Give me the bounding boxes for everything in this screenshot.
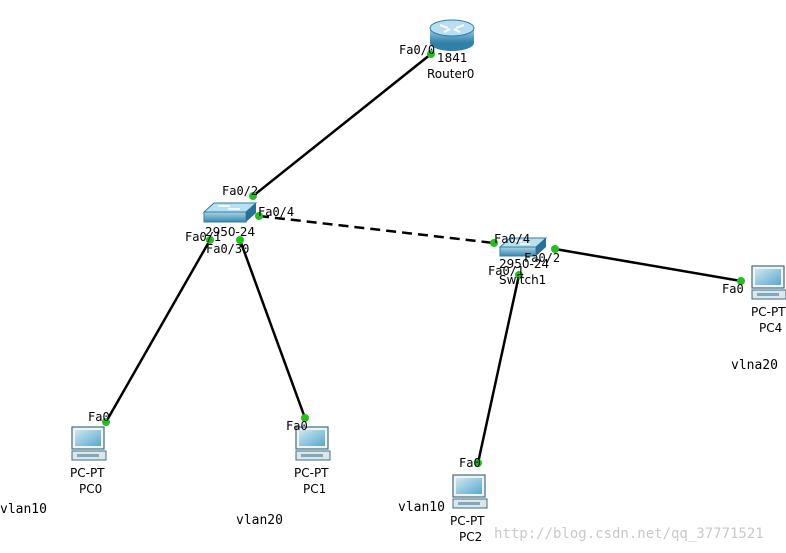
port-label-sw1-fa02: Fa0/2 (524, 251, 560, 265)
switch1-icon[interactable] (498, 237, 548, 257)
port-dot-pc0 (102, 418, 110, 426)
pc2-icon[interactable] (452, 474, 488, 509)
pc4-icon[interactable] (751, 265, 786, 300)
link-router-switch0[interactable] (252, 53, 432, 197)
router-icon[interactable] (429, 19, 475, 51)
note-vlan10-left: vlan10 (0, 502, 47, 517)
port-label-pc0: Fa0 (88, 410, 110, 424)
link-switch0-pc1[interactable] (238, 239, 307, 419)
watermark: http://blog.csdn.net/qq_37771521 (494, 526, 764, 542)
port-dot-pc1 (301, 414, 309, 422)
switch0-icon[interactable] (202, 202, 258, 223)
port-dot-sw1-fa02 (551, 245, 559, 253)
port-label-pc1: Fa0 (286, 419, 308, 433)
pc2-name-label: PC2 (459, 530, 482, 544)
port-dots (102, 50, 745, 467)
port-dot-sw1-fa01 (515, 271, 523, 279)
port-label-sw0-fa04: Fa0/4 (258, 205, 294, 219)
router-name-label: Router0 (427, 67, 474, 81)
pc1-icon[interactable] (295, 426, 331, 461)
pc0-model-label: PC-PT (70, 466, 105, 480)
port-dot-router-fa00 (427, 50, 435, 58)
port-label-pc2: Fa0 (459, 456, 481, 470)
port-label-sw0-fa03: Fa0/30 (206, 242, 249, 256)
link-switch1-pc4[interactable] (554, 247, 742, 283)
port-dot-sw0-fa03 (236, 236, 244, 244)
link-switch1-pc2[interactable] (476, 274, 521, 464)
pc2-model-label: PC-PT (450, 514, 485, 528)
router-model-label: 1841 (437, 51, 468, 65)
port-label-pc4: Fa0 (722, 282, 744, 296)
switch0-model-label: 2950-24 (205, 225, 255, 239)
port-dot-sw0-fa02 (249, 192, 257, 200)
note-vlan10-right: vlan10 (398, 500, 445, 515)
pc4-name-label: PC4 (759, 321, 782, 335)
port-label-sw1-fa04: Fa0/4 (494, 232, 530, 246)
port-dot-pc4 (737, 277, 745, 285)
port-label-router-fa00: Fa0/0 (399, 43, 435, 57)
switch1-name-label: Switch1 (499, 273, 546, 287)
link-switch0-switch1-trunk[interactable] (258, 214, 495, 245)
pc1-name-label: PC1 (303, 482, 326, 496)
port-dot-sw1-fa04 (490, 239, 498, 247)
link-switch0-pc0[interactable] (104, 239, 212, 423)
port-dot-pc2 (474, 459, 482, 467)
port-dot-sw0-fa01 (206, 236, 214, 244)
port-label-sw0-fa01: Fa0/1 (185, 230, 221, 244)
pc0-name-label: PC0 (79, 482, 102, 496)
pc1-model-label: PC-PT (294, 466, 329, 480)
port-label-sw1-fa01: Fa0/1 (488, 264, 524, 278)
note-vlna20: vlna20 (731, 358, 778, 373)
note-vlan20-mid: vlan20 (236, 513, 283, 528)
port-dot-sw0-fa04 (255, 212, 263, 220)
links (104, 53, 742, 464)
port-label-sw0-fa02: Fa0/2 (222, 184, 258, 198)
switch1-model-label: 2950-24 (499, 257, 549, 271)
pc4-model-label: PC-PT (751, 305, 786, 319)
pc0-icon[interactable] (71, 426, 107, 461)
